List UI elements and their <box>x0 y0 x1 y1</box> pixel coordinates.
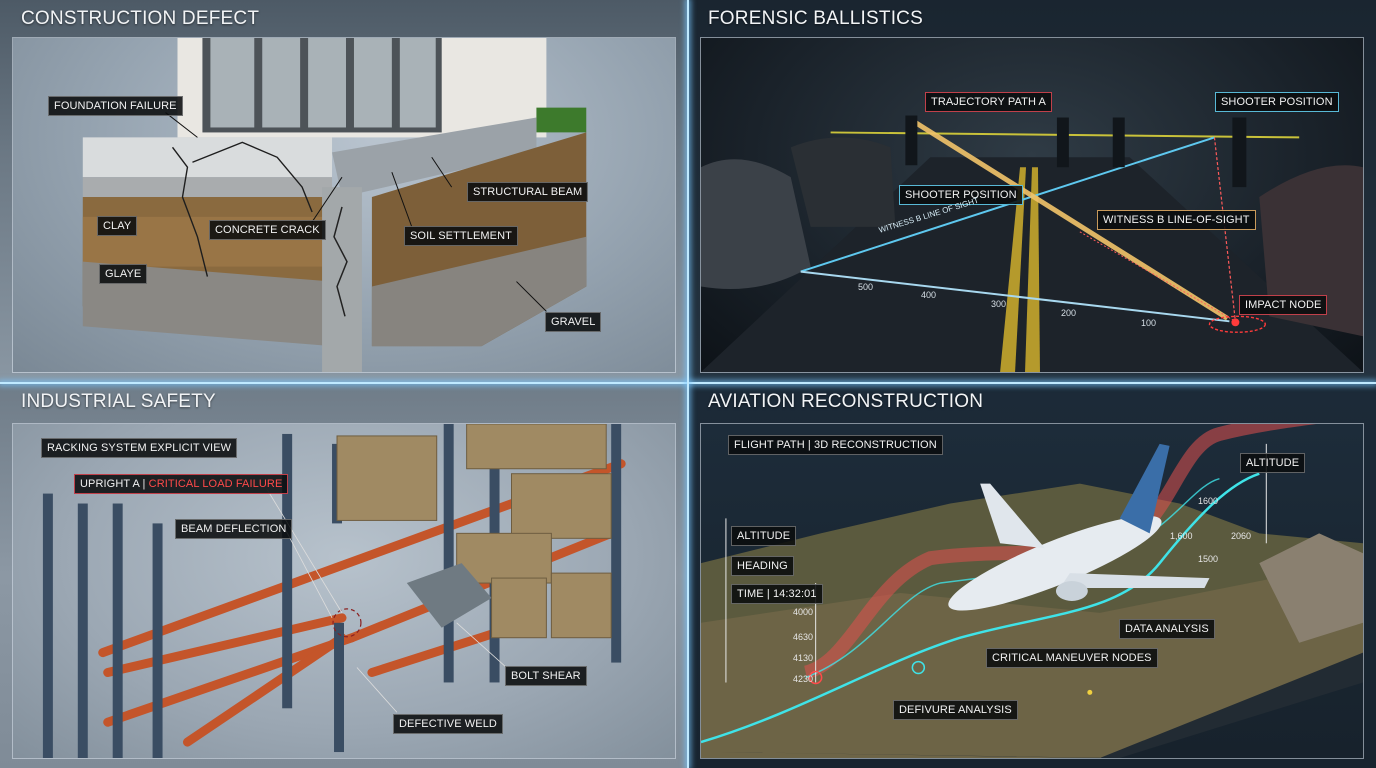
panel-construction-defect: CONSTRUCTION DEFECT <box>0 0 688 383</box>
ruler-tick-400: 400 <box>921 290 937 300</box>
label-heading: HEADING <box>731 556 794 576</box>
label-beam-deflection: BEAM DEFLECTION <box>175 519 293 539</box>
ruler-tick-300: 300 <box>991 299 1007 309</box>
label-structural-beam: STRUCTURAL BEAM <box>467 182 589 202</box>
axis-tick-4000: 4000 <box>793 607 814 617</box>
label-critical-maneuver-nodes: CRITICAL MANEUVER NODES <box>986 648 1158 668</box>
aviation-image-frame: FLIGHT PATH | 3D RECONSTRUCTION ALTITUDE… <box>700 423 1364 759</box>
label-impact-node: IMPACT NODE <box>1239 295 1328 315</box>
axis-tick-4630: 4630 <box>793 632 814 642</box>
label-time: TIME | 14:32:01 <box>731 584 823 604</box>
label-racking-system-explicit-view: RACKING SYSTEM EXPLICIT VIEW <box>41 438 238 458</box>
label-gravel: GRAVEL <box>545 312 602 332</box>
axis-tick-4130: 4130 <box>793 653 814 663</box>
label-witness-b-line-of-sight: WITNESS B LINE-OF-SIGHT <box>1097 210 1256 230</box>
altitude-value-mid: 2060 <box>1231 531 1252 541</box>
label-shooter-position-left: SHOOTER POSITION <box>899 185 1023 205</box>
label-data-analysis: DATA ANALYSIS <box>1119 619 1215 639</box>
ruler-tick-100: 100 <box>1141 318 1157 328</box>
panel-industrial-safety: INDUSTRIAL SAFETY <box>0 383 688 768</box>
construction-illustration <box>82 38 587 372</box>
panel-aviation-reconstruction: AVIATION RECONSTRUCTION <box>688 383 1376 768</box>
label-bolt-shear: BOLT SHEAR <box>505 666 587 686</box>
panel-title: FORENSIC BALLISTICS <box>708 8 923 29</box>
label-clay: CLAY <box>97 216 138 236</box>
altitude-value-low: 1500 <box>1198 554 1219 564</box>
ruler-tick-200: 200 <box>1061 308 1077 318</box>
label-altitude-left: ALTITUDE <box>731 526 797 546</box>
altitude-value-top: 1600 <box>1198 496 1219 506</box>
critical-load-failure-text: CRITICAL LOAD FAILURE <box>148 478 283 490</box>
ballistics-image-frame: TRAJECTORY PATH A SHOOTER POSITION SHOOT… <box>700 37 1364 373</box>
label-upright-critical-load-failure: UPRIGHT A | CRITICAL LOAD FAILURE <box>74 474 289 494</box>
panel-title: AVIATION RECONSTRUCTION <box>708 391 984 412</box>
label-altitude-right: ALTITUDE <box>1240 453 1306 473</box>
altitude-value-left: 1,600 <box>1170 531 1193 541</box>
label-glaye: GLAYE <box>99 264 148 284</box>
industrial-image-frame: RACKING SYSTEM EXPLICIT VIEW UPRIGHT A |… <box>12 423 676 759</box>
ballistics-illustration <box>701 115 1363 372</box>
panel-title: CONSTRUCTION DEFECT <box>21 8 260 29</box>
ruler-tick-500: 500 <box>858 282 874 292</box>
vertical-glow-divider <box>687 0 689 768</box>
label-flight-path-3d-reconstruction: FLIGHT PATH | 3D RECONSTRUCTION <box>728 435 943 455</box>
label-shooter-position-right: SHOOTER POSITION <box>1215 92 1339 112</box>
industrial-illustration <box>42 424 626 758</box>
axis-tick-4230: 4230 <box>793 674 814 684</box>
construction-image-frame: FOUNDATION FAILURE STRUCTURAL BEAM CLAY … <box>12 37 676 373</box>
panel-title: INDUSTRIAL SAFETY <box>21 391 216 412</box>
label-concrete-crack: CONCRETE CRACK <box>209 220 326 240</box>
label-foundation-failure: FOUNDATION FAILURE <box>48 96 183 116</box>
label-trajectory-path-a: TRAJECTORY PATH A <box>925 92 1052 112</box>
aviation-illustration <box>701 424 1363 758</box>
panel-forensic-ballistics: FORENSIC BALLISTICS <box>688 0 1376 383</box>
label-soil-settlement: SOIL SETTLEMENT <box>404 226 518 246</box>
upright-prefix: UPRIGHT A | <box>80 478 149 490</box>
label-defective-weld: DEFECTIVE WELD <box>393 714 503 734</box>
label-defivure-analysis: DEFIVURE ANALYSIS <box>893 700 1018 720</box>
